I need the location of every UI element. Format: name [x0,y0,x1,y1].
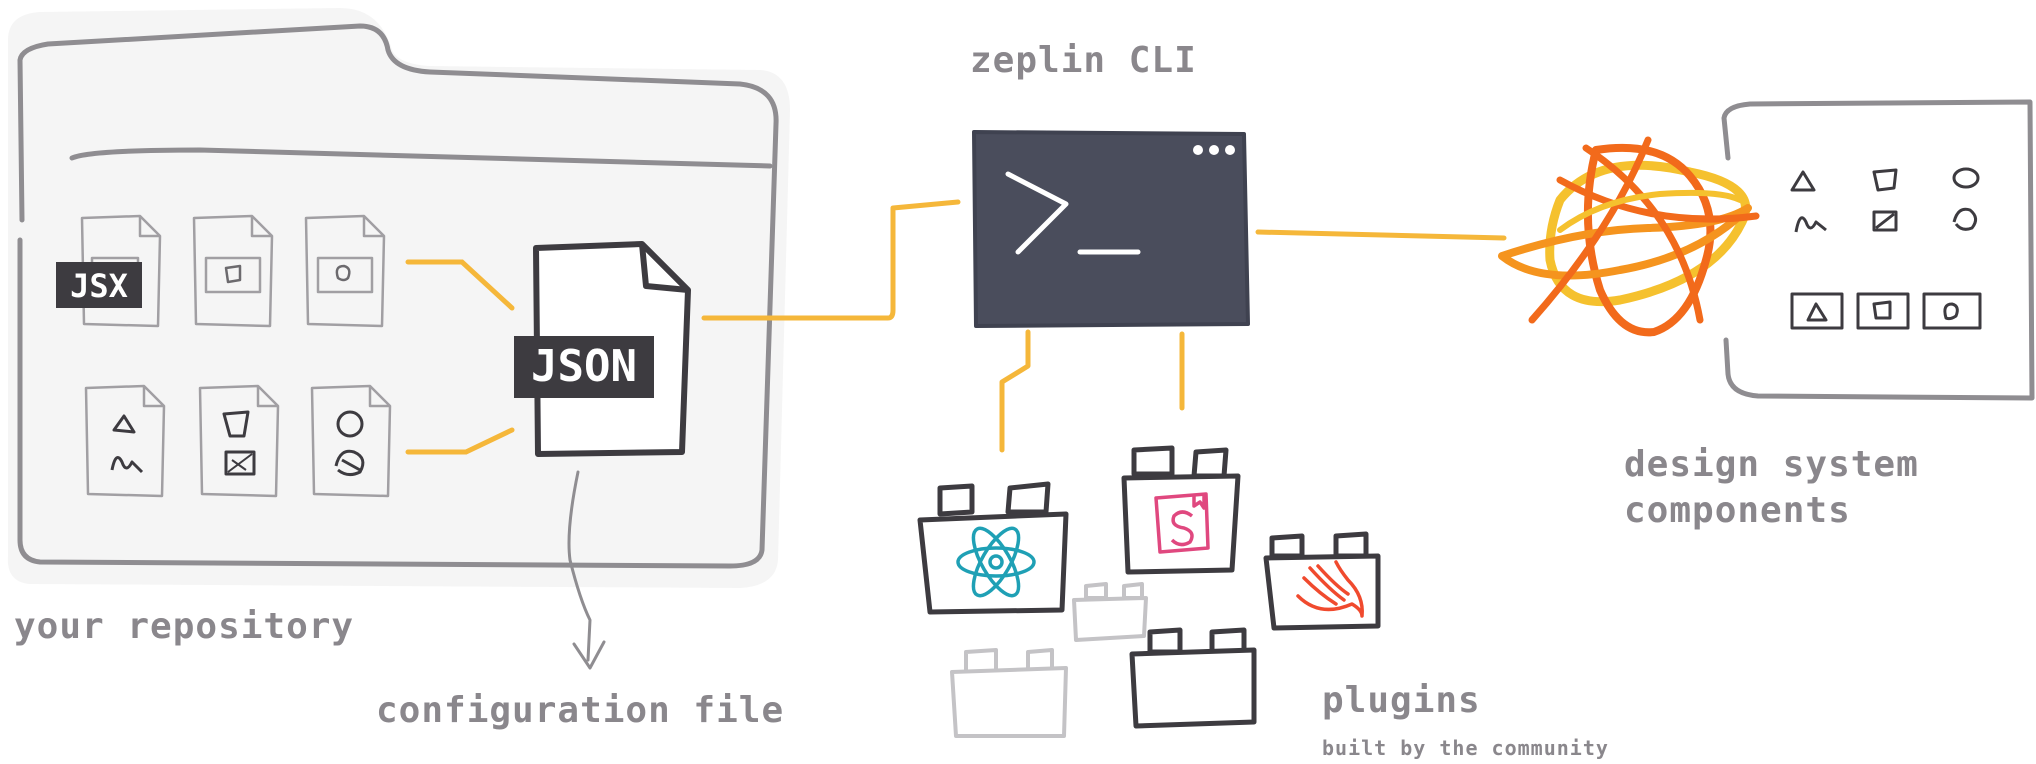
file-icon [192,214,274,328]
swift-icon [1296,560,1364,618]
react-icon [956,526,1036,598]
design-system-label-line2: components [1624,490,1851,531]
repository-label: your repository [14,606,355,647]
plugins-label: plugins [1322,680,1481,721]
file-connector [405,259,515,311]
svg-text:JSON: JSON [531,341,637,392]
empty-plugin [950,648,1068,738]
jsx-tag: JSX [56,262,142,308]
file-icon [198,384,280,498]
configuration-label: configuration file [376,690,785,731]
file-icon [310,384,392,498]
react-plugin [917,481,1069,615]
swift-plugin [1263,531,1381,631]
cli-to-globe-connector [1255,229,1507,241]
design-system-label-line1: design system [1624,444,1919,485]
file-icon [304,214,386,328]
design-system-panel [1721,99,2035,401]
file-connector [405,427,515,455]
cli-to-plugins-connector [999,329,1031,453]
json-to-cli-connector [701,199,961,321]
empty-plugin [1129,627,1257,729]
plugins-sublabel: built by the community [1322,736,1609,760]
component-symbols [1790,167,1982,330]
folder-inner-line [69,147,773,169]
down-arrow-icon [567,470,606,670]
config-file-icon: JSON [514,241,691,457]
terminal-icon [972,130,1250,328]
cli-title: zeplin CLI [970,40,1197,81]
file-icon [84,384,166,498]
storybook-icon [1154,492,1210,554]
storybook-plugin [1121,445,1241,575]
globe-icon [1498,136,1760,337]
folder-outline [17,23,779,569]
empty-plugin [1072,582,1148,642]
svg-text:JSX: JSX [70,267,128,305]
